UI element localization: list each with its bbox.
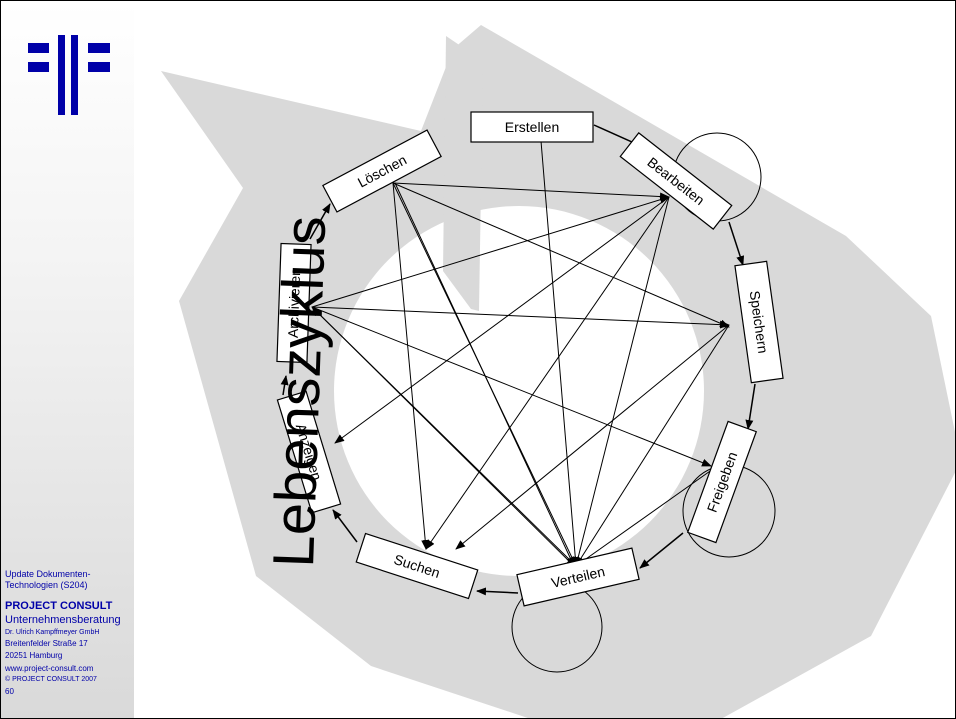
node-label-archivieren: Archivieren — [285, 268, 303, 339]
cross-connector-12 — [574, 196, 670, 567]
node-freigeben: Freigeben — [686, 420, 758, 544]
node-box-erstellen — [470, 111, 594, 143]
company-division: Unternehmensberatung — [5, 614, 121, 626]
cycle-arrow-speichern-freigeben — [745, 383, 756, 430]
sidebar: Update Dokumenten- Technologien (S204) P… — [1, 1, 134, 718]
cycle-arrow-archivieren-loeschen — [309, 203, 331, 240]
lifecycle-title: Lebenszyklus — [261, 215, 338, 568]
subtitle-line-1: Update Dokumenten- — [5, 569, 91, 579]
node-box-anzeigen — [276, 390, 342, 514]
copyright: © PROJECT CONSULT 2007 — [5, 676, 97, 683]
cross-connector-15 — [455, 324, 730, 550]
cross-connector-11 — [425, 196, 670, 550]
company-owner: Dr. Ulrich Kampffmeyer GmbH — [5, 629, 100, 636]
subtitle-line-2: Technologien (S204) — [5, 580, 88, 590]
cycle-arrow-suchen-anzeigen — [332, 509, 358, 543]
cross-connector-8 — [311, 306, 712, 467]
cycle-arrow-freigeben-verteilen — [639, 532, 684, 569]
company-name: PROJECT CONSULT — [5, 600, 113, 612]
cross-connector-5 — [394, 182, 575, 567]
node-box-freigeben — [686, 420, 758, 544]
cross-connector-17 — [311, 306, 575, 567]
node-speichern: Speichern — [734, 260, 784, 384]
node-box-verteilen — [516, 547, 640, 607]
company-website: www.project-consult.com — [5, 664, 94, 673]
cross-connector-14 — [575, 324, 730, 567]
node-box-suchen — [355, 532, 479, 600]
company-city: 20251 Hamburg — [5, 651, 63, 660]
node-archivieren: Archivieren — [276, 242, 312, 364]
company-street: Breitenfelder Straße 17 — [5, 639, 88, 648]
cross-connector-2 — [392, 182, 730, 328]
node-layer: ErstellenBearbeitenSpeichernFreigebenVer… — [276, 111, 784, 607]
connector-layer — [280, 124, 776, 673]
node-box-loeschen — [322, 129, 442, 213]
cross-connector-16 — [575, 468, 714, 567]
node-verteilen: Verteilen — [516, 547, 640, 607]
cross-connector-6 — [311, 195, 670, 308]
node-label-erstellen: Erstellen — [505, 119, 559, 135]
node-box-bearbeiten — [619, 132, 733, 230]
node-erstellen: Erstellen — [470, 111, 594, 143]
node-box-speichern — [734, 260, 784, 384]
cycle-arrow-verteilen-suchen — [476, 587, 519, 596]
node-suchen: Suchen — [355, 532, 479, 600]
cross-connector-10 — [540, 140, 580, 567]
page-number: 60 — [5, 687, 14, 696]
cross-connector-13 — [334, 196, 670, 444]
cycle-arrow-anzeigen-archivieren — [280, 375, 289, 396]
project-consult-logo — [28, 35, 110, 115]
cycle-arrow-bearbeiten-speichern — [728, 221, 745, 266]
cross-connector-1 — [392, 182, 670, 201]
cross-connector-7 — [311, 306, 730, 329]
node-loeschen: Löschen — [322, 129, 442, 213]
node-box-archivieren — [276, 242, 312, 364]
cross-connector-4 — [392, 182, 430, 550]
